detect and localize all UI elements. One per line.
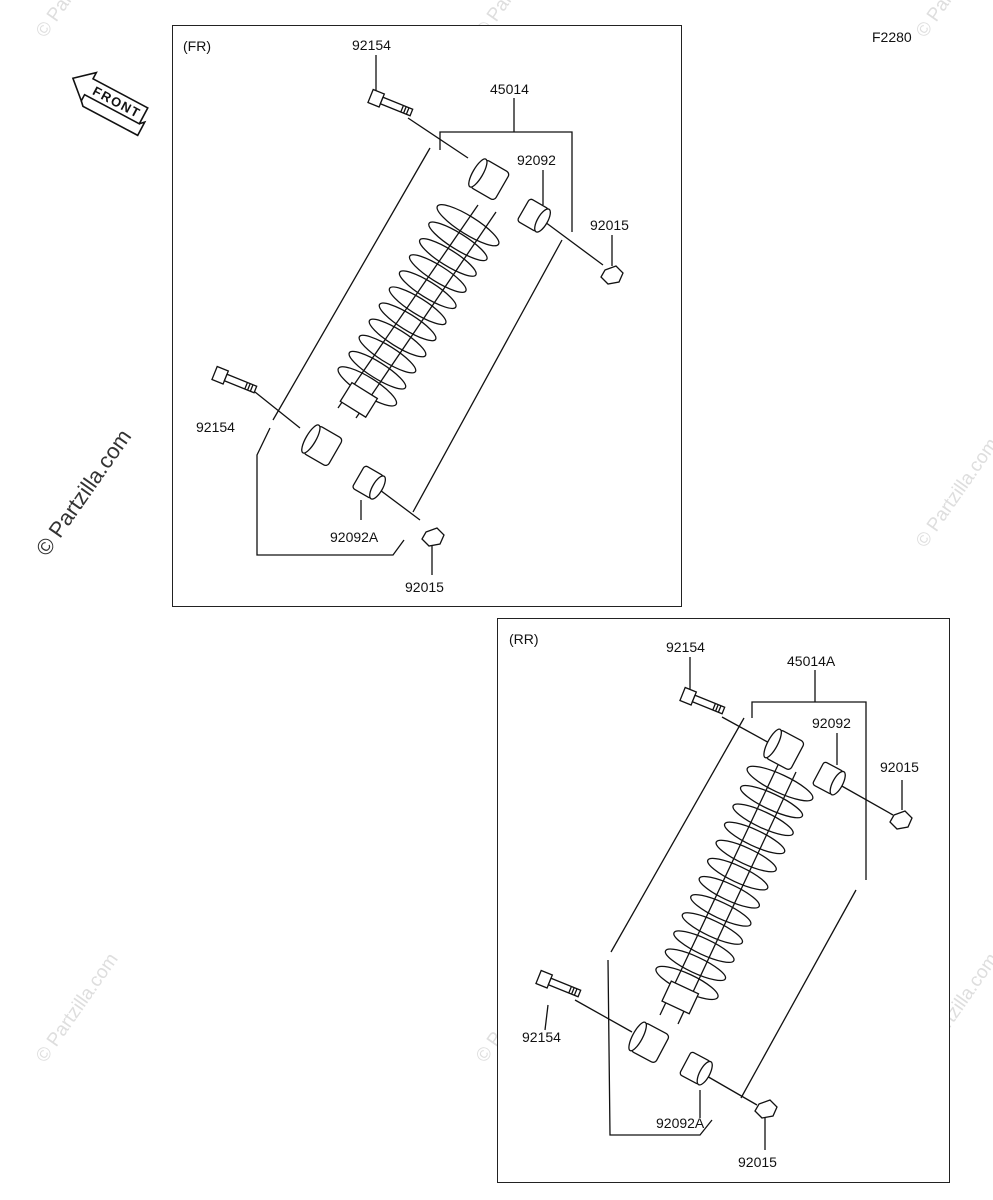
watermark-main: © Partzilla.com	[30, 424, 137, 561]
watermark: © Partzilla.com	[32, 0, 123, 42]
rear-bushing-top-part[interactable]: 92092	[812, 715, 851, 731]
front-nut-top-part[interactable]: 92015	[590, 217, 629, 233]
watermark: © Partzilla.com	[31, 949, 123, 1067]
rear-bushing-bottom-part[interactable]: 92092A	[656, 1115, 705, 1131]
diagram-code: F2280	[872, 29, 912, 45]
front-bushing-bottom-part[interactable]: 92092A	[330, 529, 379, 545]
rear-nut-bottom-part[interactable]: 92015	[738, 1154, 777, 1170]
rear-bolt-bottom-part[interactable]: 92154	[522, 1029, 561, 1045]
front-shock-panel	[172, 25, 682, 607]
rear-bolt-top-part[interactable]: 92154	[666, 639, 705, 655]
front-assembly-part[interactable]: 45014	[490, 81, 529, 97]
rear-nut-top-part[interactable]: 92015	[880, 759, 919, 775]
rear-shock-panel	[497, 618, 950, 1183]
watermark: © Partzilla.com	[911, 434, 993, 552]
svg-text:FRONT: FRONT	[90, 83, 143, 121]
watermark: © Partzilla.com	[912, 0, 993, 42]
front-bushing-top-part[interactable]: 92092	[517, 152, 556, 168]
front-nut-bottom-part[interactable]: 92015	[405, 579, 444, 595]
rear-panel-title: (RR)	[509, 631, 539, 647]
front-bolt-top-part[interactable]: 92154	[352, 37, 391, 53]
front-panel-title: (FR)	[183, 38, 211, 54]
front-bolt-bottom-part[interactable]: 92154	[196, 419, 235, 435]
rear-assembly-part[interactable]: 45014A	[787, 653, 836, 669]
